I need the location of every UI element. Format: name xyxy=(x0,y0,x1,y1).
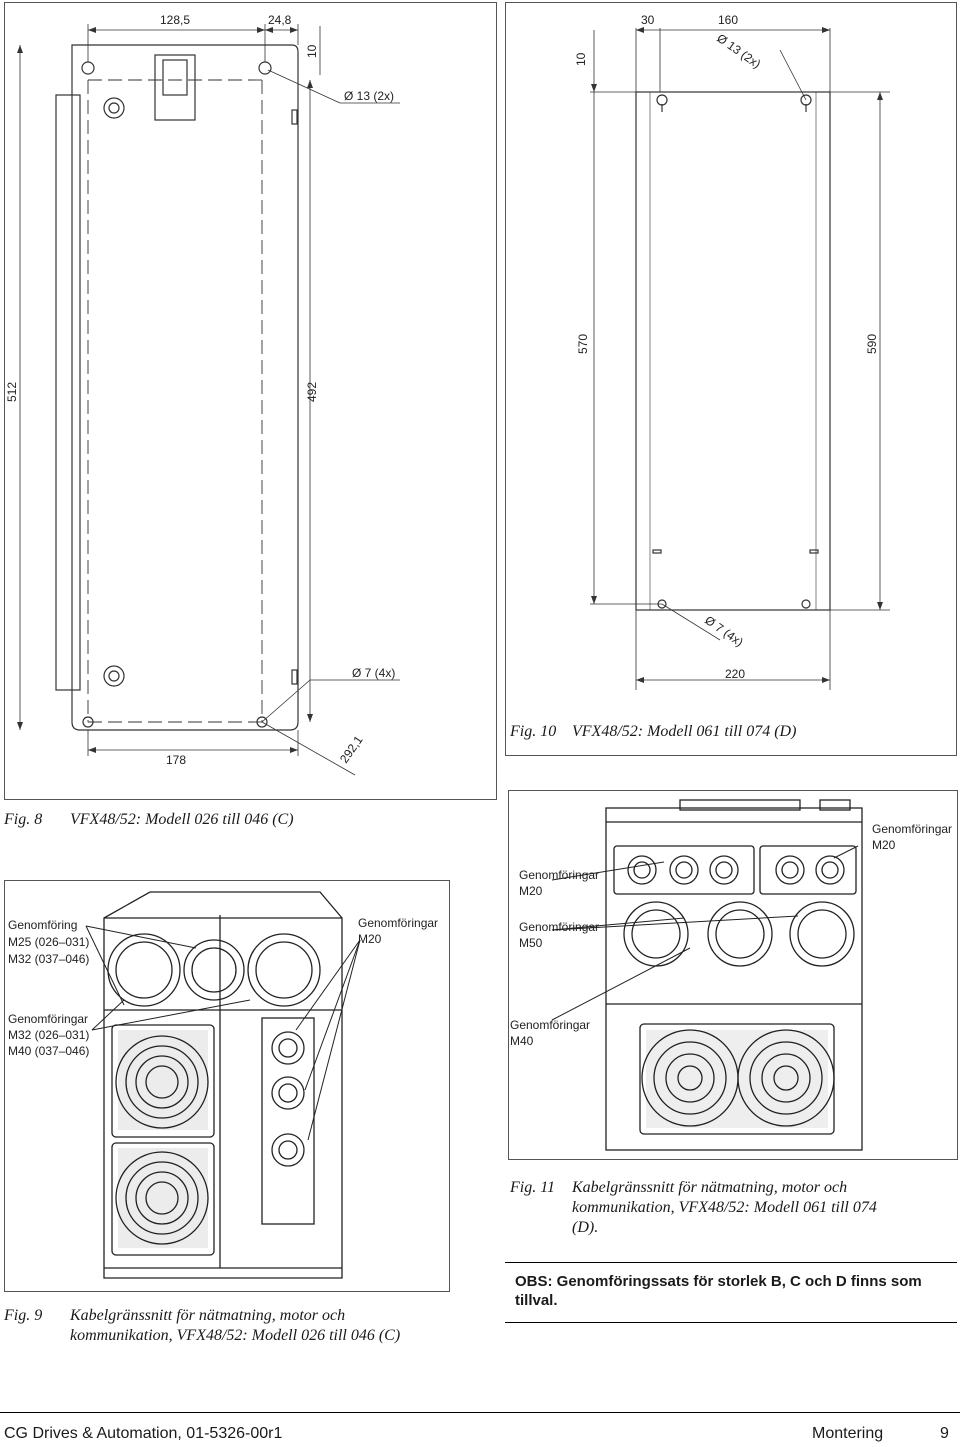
obs-note: OBS: Genomföringssats för storlek B, C o… xyxy=(515,1273,922,1309)
fig11-caption-line1: Kabelgränssnitt för nätmatning, motor oc… xyxy=(572,1179,848,1196)
footer-page-number: 9 xyxy=(940,1425,949,1442)
fig10-dim-30: 30 xyxy=(641,13,655,27)
fig9-label-m32-size: M32 (037–046) xyxy=(8,952,90,966)
fig10-dim-220: 220 xyxy=(725,667,745,681)
fig10-dim-570: 570 xyxy=(576,334,590,354)
fig11-label-m40-title: Genomföringar xyxy=(510,1018,591,1032)
fig9-caption: Fig. 9 Kabelgränssnitt för nätmatning, m… xyxy=(4,1306,464,1350)
fig9-label-m40-size: M40 (037–046) xyxy=(8,1044,90,1058)
fig11-label-m20a-title: Genomföringar xyxy=(519,868,600,882)
fig9-caption-number: Fig. 9 xyxy=(4,1307,43,1324)
fig11-caption-number: Fig. 11 xyxy=(510,1179,556,1196)
fig8-frame xyxy=(4,2,497,800)
fig10-dim-590: 590 xyxy=(865,334,879,354)
fig11-caption: Fig. 11 Kabelgränssnitt för nätmatning, … xyxy=(510,1178,950,1242)
footer-company: CG Drives & Automation, 01-5326-00r1 xyxy=(4,1425,283,1442)
fig11-frame xyxy=(508,790,958,1160)
fig8-dim-128: 128,5 xyxy=(160,13,190,27)
page-footer: CG Drives & Automation, 01-5326-00r1 Mon… xyxy=(0,1412,960,1447)
fig9-caption-line2: kommunikation, VFX48/52: Modell 026 till… xyxy=(70,1327,401,1344)
fig8-hole-bottom: Ø 7 (4x) xyxy=(352,666,395,680)
fig11-label-m50-size: M50 xyxy=(519,936,543,950)
fig11-label-m20b-title: Genomföringar xyxy=(872,822,953,836)
fig11-label-m20b-size: M20 xyxy=(872,838,896,852)
fig9-frame xyxy=(4,880,450,1292)
fig8-dim-10: 10 xyxy=(305,44,319,58)
fig9-label-m32b-size: M32 (026–031) xyxy=(8,1028,90,1042)
fig8-dim-512: 512 xyxy=(5,382,19,402)
obs-divider xyxy=(505,1262,957,1263)
fig11-label-m20a-size: M20 xyxy=(519,884,543,898)
fig11-label-m40-size: M40 xyxy=(510,1034,534,1048)
fig10-caption-text: VFX48/52: Modell 061 till 074 (D) xyxy=(572,723,797,740)
fig10-caption-number: Fig. 10 xyxy=(510,723,557,740)
fig8-dim-178: 178 xyxy=(166,753,186,767)
fig8-caption-number: Fig. 8 xyxy=(4,811,43,828)
fig8-dim-24: 24,8 xyxy=(268,13,292,27)
fig10-dim-160: 160 xyxy=(718,13,738,27)
fig9-label-m20-size: M20 xyxy=(358,932,382,946)
footer-section: Montering xyxy=(812,1425,884,1442)
fig10-frame xyxy=(505,2,957,756)
fig8-dim-492: 492 xyxy=(305,382,319,402)
fig10-dim-10: 10 xyxy=(574,52,588,66)
fig9-caption-line1: Kabelgränssnitt för nätmatning, motor oc… xyxy=(70,1307,346,1324)
fig11-label-m50-title: Genomföringar xyxy=(519,920,600,934)
fig9-label-m40-title: Genomföringar xyxy=(8,1012,89,1026)
fig11-caption-line2: kommunikation, VFX48/52: Modell 061 till… xyxy=(572,1199,877,1216)
fig11-caption-line3: (D). xyxy=(572,1219,599,1236)
fig9-label-m25-size: M25 (026–031) xyxy=(8,935,90,949)
fig8-hole-top: Ø 13 (2x) xyxy=(344,89,394,103)
fig9-label-m20-title: Genomföringar xyxy=(358,916,439,930)
fig9-label-m25-title: Genomföring xyxy=(8,918,78,932)
fig8-caption-text: VFX48/52: Modell 026 till 046 (C) xyxy=(70,811,294,828)
obs-divider-bottom xyxy=(505,1322,957,1323)
